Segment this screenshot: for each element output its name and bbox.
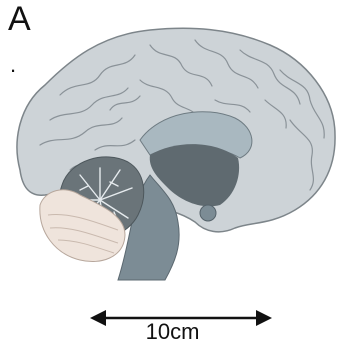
pituitary <box>200 205 216 221</box>
scale-bar-label: 10cm <box>0 321 345 343</box>
